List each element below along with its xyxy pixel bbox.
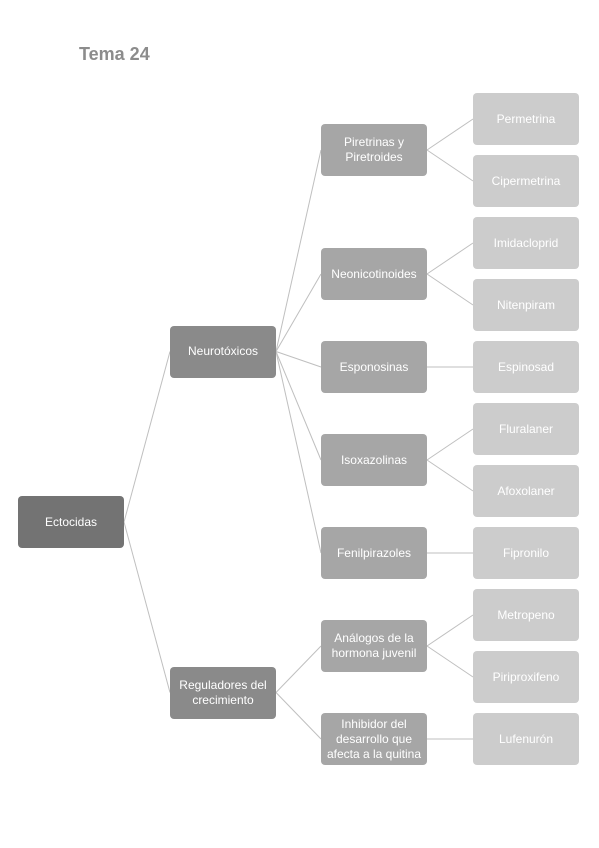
node-inhibidor-del-desarrollo-que-afecta-a-la-quitina: Inhibidor del desarrollo que afecta a la… [321,713,427,765]
node-espinosad: Espinosad [473,341,579,393]
node-lufenuron: Lufenurón [473,713,579,765]
node-label: Cipermetrina [491,173,561,188]
connector-ectocidas-reguladores-del-crecimiento [123,521,171,693]
node-label: Nitenpiram [496,297,556,312]
node-reguladores-del-crecimiento: Reguladores del crecimiento [170,666,276,719]
node-analogos-de-la-hormona-juvenil: Análogos de la hormona juvenil [321,620,427,672]
node-cipermetrina: Cipermetrina [473,155,579,207]
node-label: Fipronilo [502,545,550,560]
connector-neurotoxicos-neonicotinoides [275,273,322,352]
node-piretrinas-y-piretroides: Piretrinas y Piretroides [321,124,427,176]
node-afoxolaner: Afoxolaner [473,465,579,517]
connector-ectocidas-neurotoxicos [123,351,171,523]
node-neonicotinoides: Neonicotinoides [321,248,427,300]
connector-analogos-de-la-hormona-juvenil-piriproxifeno [426,645,474,678]
connector-neurotoxicos-fenilpirazoles [275,351,322,554]
node-label: Esponosinas [339,359,409,374]
connector-isoxazolinas-afoxolaner [426,459,474,492]
page-title: Tema 24 [79,44,150,64]
connector-neurotoxicos-piretrinas-y-piretroides [275,149,322,352]
connector-piretrinas-y-piretroides-cipermetrina [426,149,474,182]
node-imidacloprid: Imidacloprid [473,217,579,269]
node-isoxazolinas: Isoxazolinas [321,434,427,486]
node-piriproxifeno: Piriproxifeno [473,651,579,703]
node-fluralaner: Fluralaner [473,403,579,455]
node-label: Isoxazolinas [340,452,408,467]
node-label: Fenilpirazoles [336,545,412,560]
node-label: Inhibidor del desarrollo que afecta a la… [326,716,422,761]
node-label: Reguladores del crecimiento [179,677,267,707]
node-label: Neurotóxicos [187,344,259,358]
node-label: Fluralaner [498,421,554,436]
node-metropeno: Metropeno [473,589,579,641]
node-label: Piriproxifeno [492,669,560,684]
node-label: Neonicotinoides [331,266,417,281]
node-label: Piretrinas y Piretroides [343,135,405,164]
node-label: Metropeno [497,607,555,622]
node-nitenpiram: Nitenpiram [473,279,579,331]
node-label: Lufenurón [498,731,554,746]
node-label: Permetrina [496,111,556,126]
connector-neurotoxicos-esponosinas [275,351,322,368]
connector-piretrinas-y-piretroides-permetrina [426,118,474,151]
connector-isoxazolinas-fluralaner [426,428,474,461]
connector-reguladores-del-crecimiento-analogos-de-la-hormona-juvenil [275,645,322,693]
connector-reguladores-del-crecimiento-inhibidor-del-desarrollo-que-afecta-a-la-quitina [275,692,322,740]
node-neurotoxicos: Neurotóxicos [170,325,276,378]
connector-analogos-de-la-hormona-juvenil-metropeno [426,614,474,647]
node-permetrina: Permetrina [473,93,579,145]
connector-neonicotinoides-nitenpiram [426,273,474,306]
node-esponosinas: Esponosinas [321,341,427,393]
node-label: Imidacloprid [493,235,559,250]
node-label: Afoxolaner [497,483,555,498]
node-fenilpirazoles: Fenilpirazoles [321,527,427,579]
connector-neurotoxicos-isoxazolinas [275,351,322,461]
node-label: Ectocidas [44,514,98,529]
node-label: Espinosad [497,359,555,374]
node-label: Análogos de la hormona juvenil [331,631,417,660]
connector-neonicotinoides-imidacloprid [426,242,474,275]
node-fipronilo: Fipronilo [473,527,579,579]
node-ectocidas: Ectocidas [18,496,124,548]
